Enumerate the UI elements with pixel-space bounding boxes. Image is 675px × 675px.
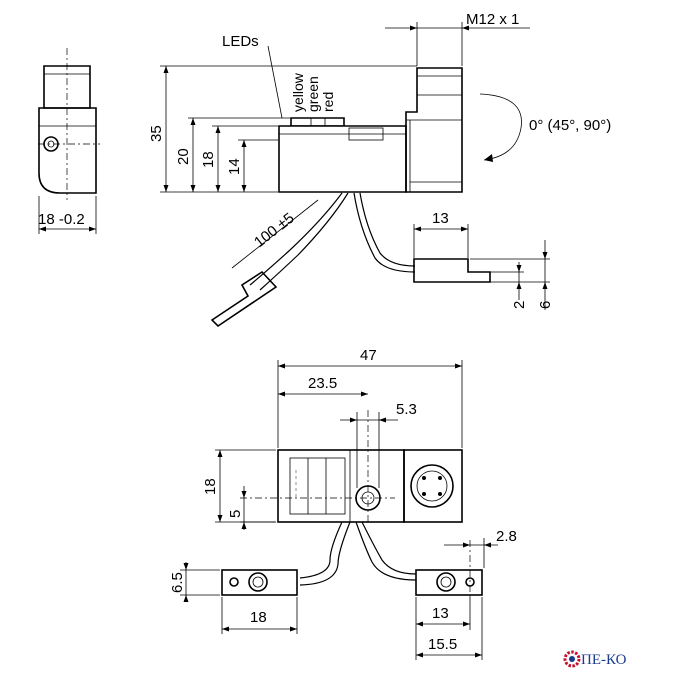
- dim-height-18-top: 18: [202, 478, 219, 495]
- dim-height-18: 18: [200, 151, 217, 168]
- dim-thread: M12 x 1: [466, 11, 519, 28]
- dim-height-35: 35: [148, 125, 165, 142]
- label-yellow: yellow: [290, 72, 306, 112]
- gear-icon: [563, 650, 581, 668]
- side-view: 18 -0.2: [38, 48, 100, 234]
- logo-text: ПЕ-КО: [581, 652, 627, 668]
- dim-width-23-5: 23.5: [308, 375, 337, 392]
- top-view: 47 23.5 5.3 18 5 2.8 6.5: [169, 347, 517, 660]
- dim-5: 5: [227, 510, 244, 518]
- front-view: LEDs yellow green red M12 x 1 0° (45°, 9…: [148, 11, 611, 328]
- logo: ПЕ-КО: [563, 650, 627, 668]
- dim-15-5: 15.5: [428, 636, 457, 653]
- dim-6-5: 6.5: [169, 572, 186, 593]
- label-green: green: [305, 76, 321, 112]
- dim-width-47: 47: [360, 347, 377, 364]
- dim-width-18-bottom: 18: [250, 609, 267, 626]
- dim-2: 2: [511, 301, 528, 309]
- label-red: red: [320, 92, 336, 112]
- label-leds: LEDs: [222, 33, 259, 50]
- label-rotation: 0° (45°, 90°): [529, 117, 611, 134]
- dim-width-side: 18 -0.2: [38, 211, 85, 228]
- dim-6: 6: [537, 301, 554, 309]
- dim-width-13-top: 13: [432, 210, 449, 227]
- dim-2-8: 2.8: [496, 528, 517, 545]
- dim-width-13-bottom: 13: [432, 605, 449, 622]
- dim-height-14: 14: [226, 158, 243, 175]
- dim-cable-length: 100 ±5: [251, 210, 298, 252]
- dim-5-3: 5.3: [396, 401, 417, 418]
- dim-height-20: 20: [175, 148, 192, 165]
